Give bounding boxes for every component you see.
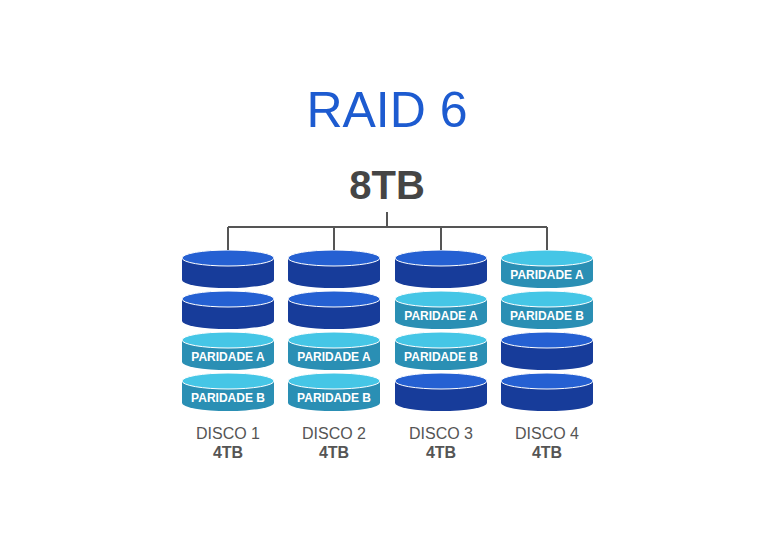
parity-band: PARIDADE A bbox=[182, 343, 274, 370]
parity-band: PARIDADE A bbox=[288, 343, 380, 370]
bracket bbox=[228, 212, 547, 250]
data-platter bbox=[288, 291, 380, 329]
parity-platter bbox=[395, 332, 487, 370]
cylinder-shape bbox=[182, 250, 274, 413]
platter-top bbox=[395, 332, 487, 348]
data-platter bbox=[501, 332, 593, 370]
disk-capacity: 4TB bbox=[426, 444, 456, 462]
bracket-leg bbox=[227, 227, 229, 250]
platter-top bbox=[395, 291, 487, 307]
capacity-total: 8TB bbox=[349, 163, 425, 208]
parity-platter bbox=[501, 291, 593, 329]
parity-platter bbox=[182, 373, 274, 411]
bracket-bar bbox=[228, 226, 547, 228]
parity-label: PARIDADE B bbox=[191, 391, 265, 405]
disk-name: DISCO 3 bbox=[409, 425, 473, 443]
disk-cylinder: PARIDADE APARIDADE BDISCO 14TB bbox=[182, 250, 274, 411]
disk-cylinder: PARIDADE APARIDADE BDISCO 34TB bbox=[395, 250, 487, 411]
disk-capacity: 4TB bbox=[213, 444, 243, 462]
disk-cylinder: PARIDADE APARIDADE BDISCO 44TB bbox=[501, 250, 593, 411]
disk-capacity: 4TB bbox=[532, 444, 562, 462]
disk-capacity: 4TB bbox=[319, 444, 349, 462]
parity-band: PARIDADE B bbox=[501, 302, 593, 329]
platter-top bbox=[182, 373, 274, 389]
bracket-leg bbox=[333, 227, 335, 250]
bracket-stem bbox=[386, 212, 388, 227]
parity-label: PARIDADE B bbox=[510, 309, 584, 323]
platter-top bbox=[182, 291, 274, 307]
platter-top bbox=[501, 250, 593, 266]
parity-band: PARIDADE A bbox=[395, 302, 487, 329]
platter-top bbox=[288, 373, 380, 389]
parity-band: PARIDADE B bbox=[288, 384, 380, 411]
parity-platter bbox=[288, 332, 380, 370]
platter-top bbox=[501, 373, 593, 389]
platter-top bbox=[395, 373, 487, 389]
parity-platter bbox=[395, 291, 487, 329]
parity-band: PARIDADE A bbox=[501, 261, 593, 288]
parity-platter bbox=[182, 332, 274, 370]
parity-label: PARIDADE A bbox=[404, 309, 477, 323]
disk-name: DISCO 1 bbox=[196, 425, 260, 443]
platter-top bbox=[182, 250, 274, 266]
disk-cylinder: PARIDADE APARIDADE BDISCO 24TB bbox=[288, 250, 380, 411]
parity-band: PARIDADE B bbox=[395, 343, 487, 370]
data-platter bbox=[182, 250, 274, 288]
platter-top bbox=[288, 332, 380, 348]
platter-top bbox=[182, 332, 274, 348]
data-platter bbox=[288, 250, 380, 288]
bracket-leg bbox=[440, 227, 442, 250]
platter-top bbox=[501, 291, 593, 307]
data-platter bbox=[395, 373, 487, 411]
data-platter bbox=[182, 291, 274, 329]
disk-name: DISCO 4 bbox=[515, 425, 579, 443]
cylinder-shape bbox=[288, 250, 380, 413]
parity-label: PARIDADE A bbox=[191, 350, 264, 364]
parity-label: PARIDADE B bbox=[404, 350, 478, 364]
parity-platter bbox=[501, 250, 593, 288]
parity-label: PARIDADE A bbox=[510, 268, 583, 282]
data-platter bbox=[395, 250, 487, 288]
parity-band: PARIDADE B bbox=[182, 384, 274, 411]
diagram-title: RAID 6 bbox=[306, 81, 467, 139]
parity-label: PARIDADE B bbox=[297, 391, 371, 405]
cylinder-shape bbox=[395, 250, 487, 413]
disk-name: DISCO 2 bbox=[302, 425, 366, 443]
platter-top bbox=[501, 332, 593, 348]
data-platter bbox=[501, 373, 593, 411]
platter-top bbox=[395, 250, 487, 266]
platter-top bbox=[288, 291, 380, 307]
bracket-leg bbox=[546, 227, 548, 250]
parity-platter bbox=[288, 373, 380, 411]
parity-label: PARIDADE A bbox=[297, 350, 370, 364]
platter-top bbox=[288, 250, 380, 266]
